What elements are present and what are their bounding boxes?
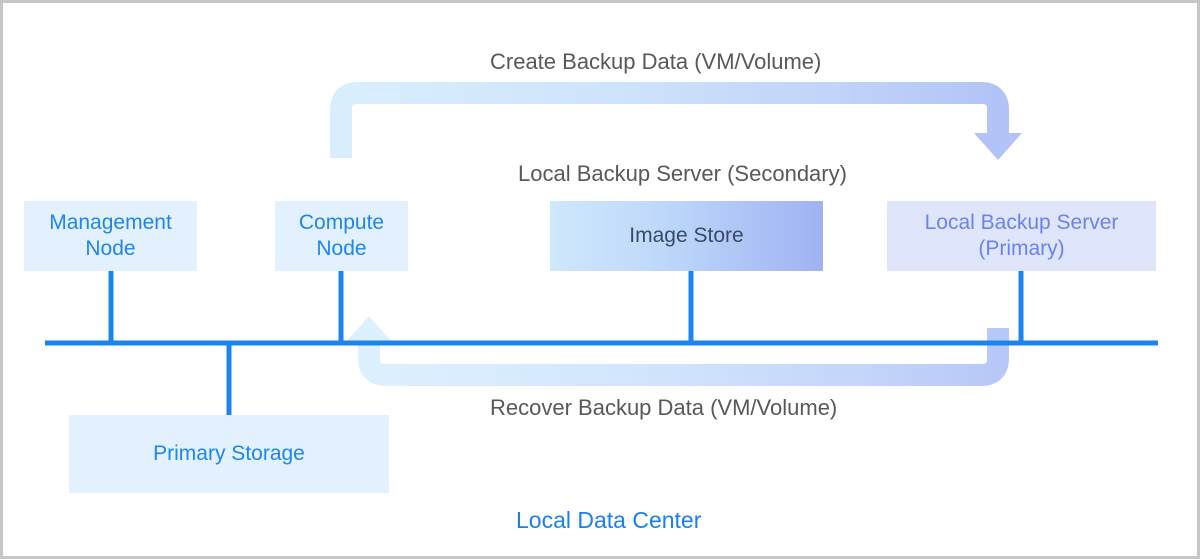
node-local-backup-server-primary[interactable]: Local Backup Server (Primary) [887,201,1156,271]
diagram-connectors [45,82,1158,415]
create-backup-arrow [330,82,1022,160]
node-image-store[interactable]: Image Store [550,201,823,271]
create-backup-flow-label: Create Backup Data (VM/Volume) [490,49,822,74]
recover-backup-arrow [345,316,1009,386]
local-data-center-label: Local Data Center [516,507,702,533]
node-primary-storage[interactable]: Primary Storage [69,415,389,493]
recover-backup-flow-label: Recover Backup Data (VM/Volume) [490,395,838,420]
node-compute-node[interactable]: Compute Node [275,201,408,271]
node-management-node[interactable]: Management Node [24,201,197,271]
local-backup-server-secondary-label: Local Backup Server (Secondary) [518,161,847,186]
